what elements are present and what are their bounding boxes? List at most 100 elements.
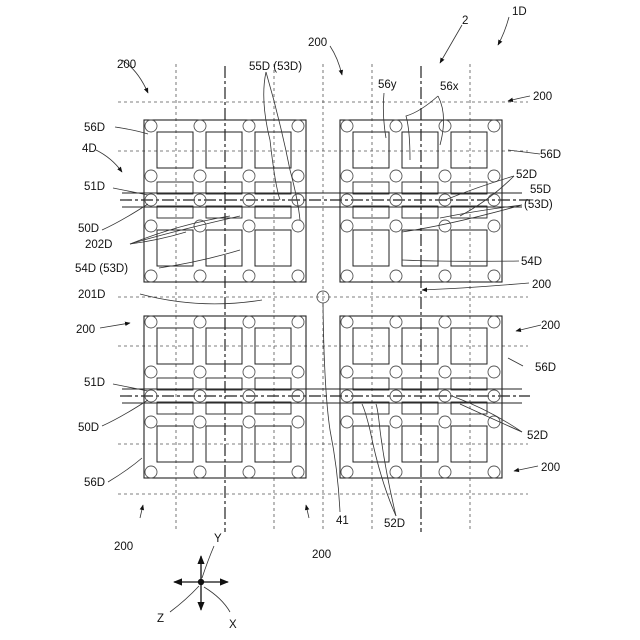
label-50D-bottom: 50D <box>78 422 99 434</box>
through-hole <box>145 220 157 232</box>
through-hole <box>243 316 255 328</box>
through-hole <box>243 416 255 428</box>
through-hole <box>341 366 353 378</box>
through-hole <box>439 416 451 428</box>
axis-label-X: X <box>229 619 237 631</box>
pad-large <box>402 132 438 168</box>
label-52D-bottom: 52D <box>384 518 405 530</box>
pad-small <box>255 378 291 390</box>
through-hole <box>194 366 206 378</box>
through-hole <box>488 366 500 378</box>
label-51D-top: 51D <box>84 181 105 193</box>
pad-small <box>451 206 487 218</box>
pad-large <box>157 132 193 168</box>
pad-small <box>402 206 438 218</box>
axis-indicator <box>170 546 230 612</box>
through-hole <box>194 120 206 132</box>
pad-small <box>206 402 242 414</box>
pad-large <box>206 426 242 462</box>
through-hole <box>439 366 451 378</box>
label-50D-top: 50D <box>78 223 99 235</box>
label-4D: 4D <box>82 143 97 155</box>
through-hole <box>194 316 206 328</box>
pad-small <box>353 206 389 218</box>
through-hole <box>243 170 255 182</box>
through-hole <box>439 466 451 478</box>
through-hole <box>488 170 500 182</box>
through-hole <box>341 120 353 132</box>
through-hole <box>243 120 255 132</box>
through-hole <box>292 170 304 182</box>
pad-small <box>353 182 389 194</box>
pad-large <box>206 230 242 266</box>
label-54D: 54D <box>521 256 542 268</box>
through-hole <box>439 316 451 328</box>
pad-small <box>255 206 291 218</box>
label-52D-upper: 52D <box>516 169 537 181</box>
pad-large <box>451 132 487 168</box>
label-200-bottom-right: 200 <box>541 462 560 474</box>
pad-small <box>157 378 193 390</box>
label-200-bottom-center: 200 <box>312 549 331 561</box>
through-hole <box>488 220 500 232</box>
through-hole <box>194 170 206 182</box>
pad-large <box>451 230 487 266</box>
pad-large <box>206 328 242 364</box>
through-hole <box>390 120 402 132</box>
through-hole <box>439 220 451 232</box>
pad-small <box>402 378 438 390</box>
label-200-top-center: 200 <box>308 37 327 49</box>
label-200-bottom-left: 200 <box>114 541 133 553</box>
axis-label-Z: Z <box>157 613 164 625</box>
label-55D-right: 55D <box>530 184 551 196</box>
through-hole <box>488 120 500 132</box>
pad-large <box>255 230 291 266</box>
through-hole <box>390 220 402 232</box>
pad-large <box>255 328 291 364</box>
through-hole <box>488 466 500 478</box>
label-56D-bottom-left: 56D <box>84 477 105 489</box>
through-hole <box>488 316 500 328</box>
through-hole <box>390 316 402 328</box>
pad-small <box>157 182 193 194</box>
label-200-middle-right: 200 <box>541 320 560 332</box>
label-56D-top-left: 56D <box>84 122 105 134</box>
through-hole <box>341 416 353 428</box>
through-hole <box>390 466 402 478</box>
through-hole <box>145 120 157 132</box>
through-hole <box>194 466 206 478</box>
through-hole <box>292 270 304 282</box>
through-hole <box>341 270 353 282</box>
through-hole <box>341 170 353 182</box>
pad-large <box>206 132 242 168</box>
through-hole <box>145 366 157 378</box>
pad-small <box>157 206 193 218</box>
through-hole <box>194 416 206 428</box>
pad-small <box>206 378 242 390</box>
labels: 1D 2 200 200 200 200 200 200 200 200 200… <box>75 6 561 631</box>
through-hole <box>390 270 402 282</box>
label-202D: 202D <box>85 239 113 251</box>
pad-small <box>255 402 291 414</box>
label-53D-right: (53D) <box>524 199 553 211</box>
through-hole <box>145 170 157 182</box>
through-hole <box>341 220 353 232</box>
pad-small <box>451 378 487 390</box>
through-hole <box>292 220 304 232</box>
through-hole <box>243 466 255 478</box>
pad-large <box>353 230 389 266</box>
through-hole <box>194 270 206 282</box>
through-hole <box>243 366 255 378</box>
label-200-center-right: 200 <box>532 279 551 291</box>
pad-large <box>255 426 291 462</box>
leader-lines <box>96 17 541 518</box>
axis-origin <box>198 579 204 585</box>
through-hole <box>292 120 304 132</box>
through-hole <box>292 316 304 328</box>
label-51D-bottom: 51D <box>84 377 105 389</box>
label-1D: 1D <box>512 6 527 18</box>
label-55D-53D-top: 55D (53D) <box>249 61 302 73</box>
pad-small <box>353 402 389 414</box>
